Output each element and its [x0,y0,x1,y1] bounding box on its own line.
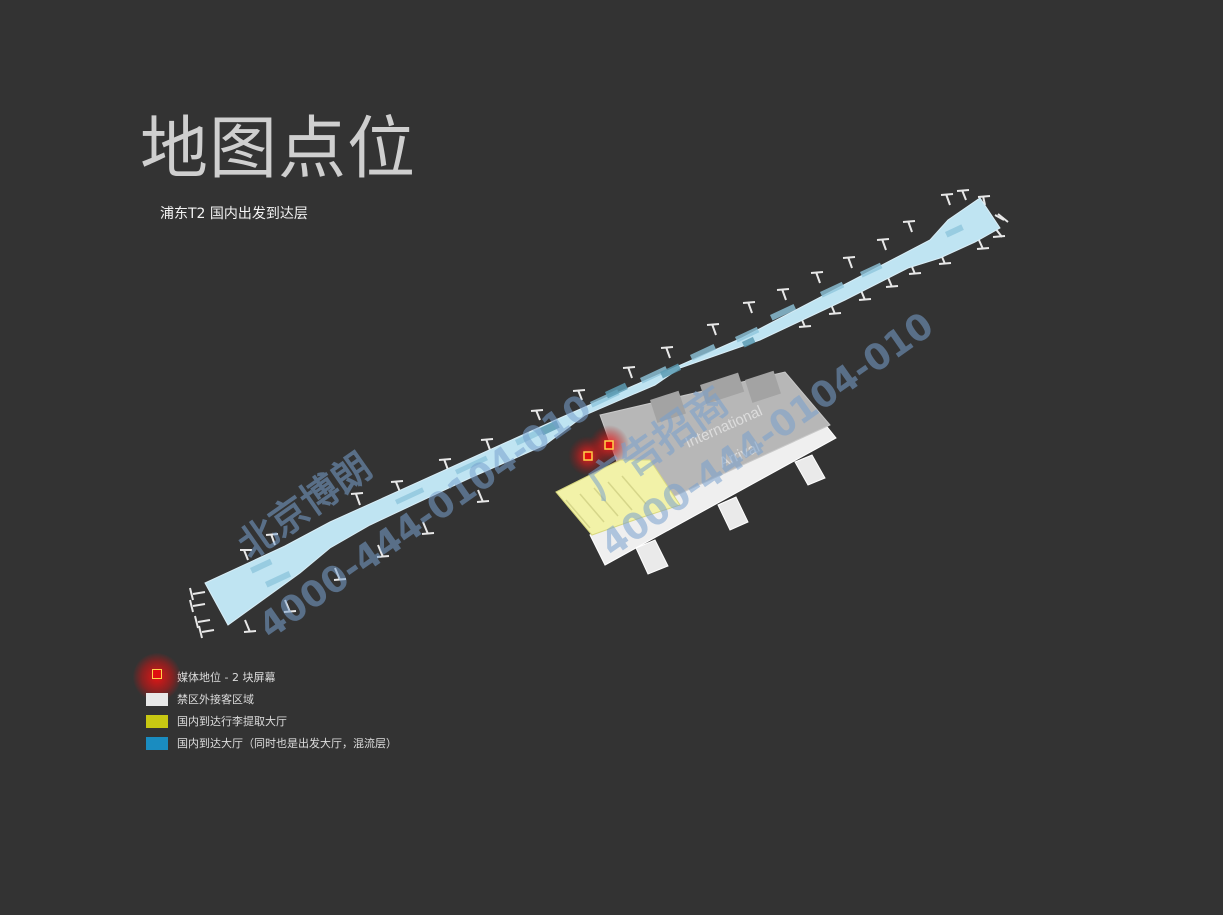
baggage-carousels [565,475,647,529]
legend-item-arrival-hall: 国内到达大厅（同时也是出发大厅，混流层） [140,732,440,754]
legend-item-media: 媒体地位 - 2 块屏幕 [133,652,440,701]
map-legend: 媒体地位 - 2 块屏幕 禁区外接客区域 国内到达行李提取大厅 国内到达大厅（同… [133,652,440,754]
arrival-hall-swatch [146,736,168,750]
legend-label-baggage: 国内到达行李提取大厅 [177,715,287,728]
gate-stubs-north [240,189,991,561]
page-subtitle: 浦东T2 国内出发到达层 [160,206,308,222]
concourse-core [540,336,756,436]
legend-item-pickup: 禁区外接客区域 [140,688,440,710]
media-marker-2[interactable] [589,425,629,465]
pickup-swatch [146,692,168,706]
concourse-details [249,224,964,588]
media-marker-icon [133,652,181,701]
international-hall-details [650,370,781,423]
legend-label-arrival-hall: 国内到达大厅（同时也是出发大厅，混流层） [177,737,397,750]
pickup-piers [635,454,826,575]
baggage-swatch [146,714,168,728]
legend-label-pickup: 禁区外接客区域 [177,693,254,706]
legend-item-baggage: 国内到达行李提取大厅 [140,710,440,732]
legend-label-media: 媒体地位 - 2 块屏幕 [177,671,276,684]
page-title: 地图点位 [140,110,417,189]
